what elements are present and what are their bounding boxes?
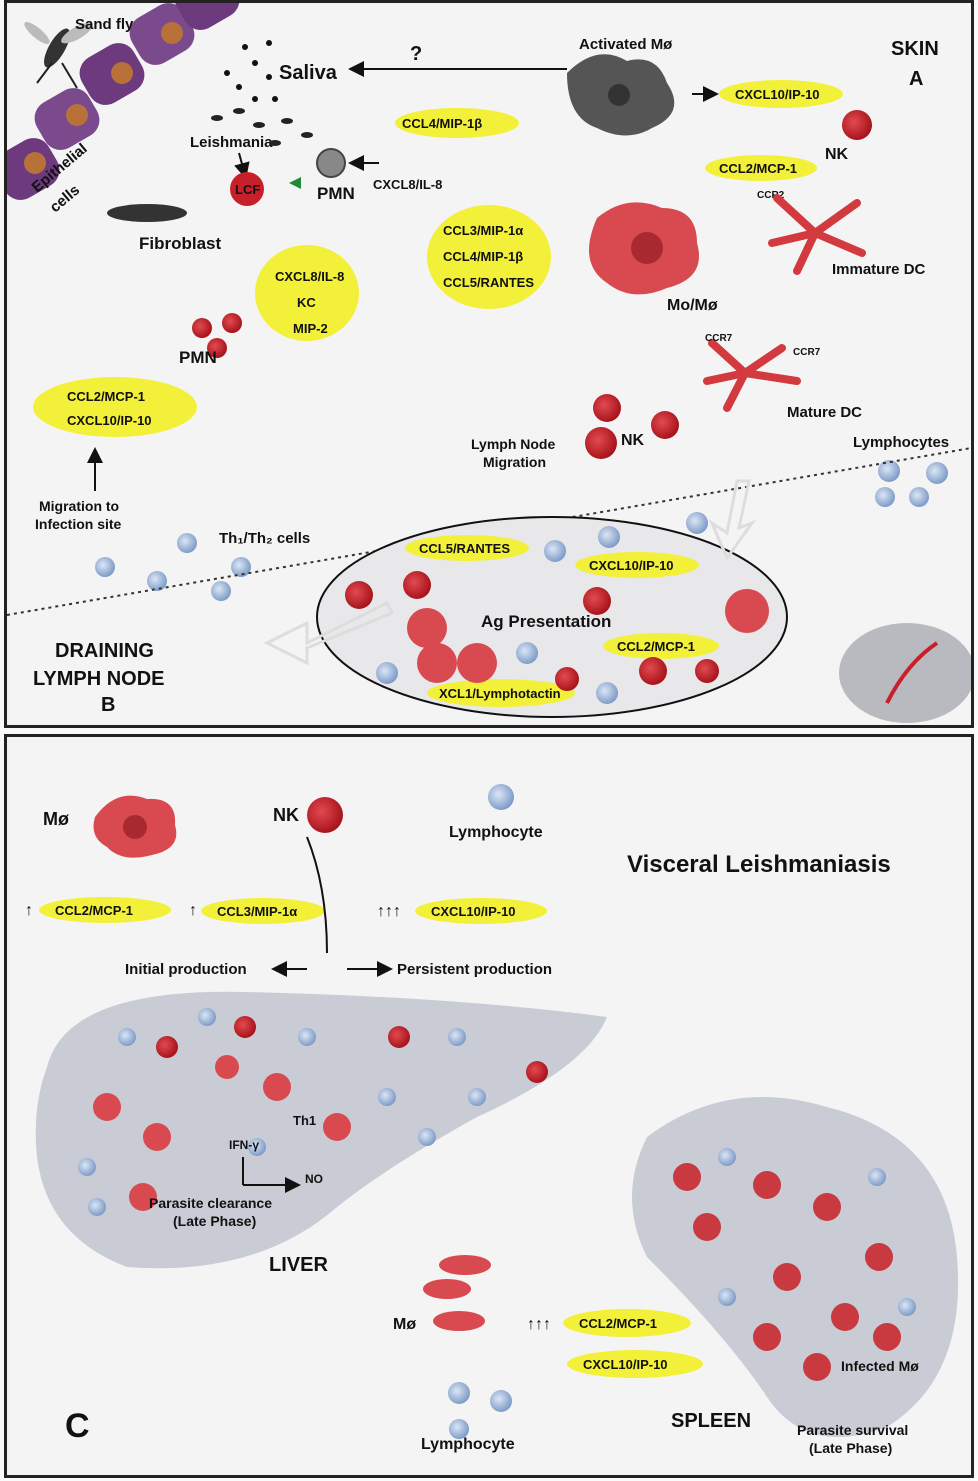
nk-skin-label: NK xyxy=(825,146,849,163)
nk-label-top: NK xyxy=(273,805,299,825)
momo-label: Mo/Mø xyxy=(667,297,718,314)
cxcl10-ln-label: CXCL10/IP-10 xyxy=(589,558,674,573)
ccl2-skin-label: CCL2/MCP-1 xyxy=(719,161,797,176)
question-mark: ? xyxy=(410,43,422,65)
migration-label-1: Migration to xyxy=(39,498,119,514)
visceral-panel: Mø NK Lymphocyte Visceral Leishmaniasis … xyxy=(4,734,974,1478)
ccl2-ln-label: CCL2/MCP-1 xyxy=(617,639,695,654)
pmn-bottom-label: PMN xyxy=(179,348,217,367)
visceral-diagram-svg: Mø NK Lymphocyte Visceral Leishmaniasis … xyxy=(7,737,974,1478)
clearance-label-2: (Late Phase) xyxy=(173,1213,256,1229)
ccl4-top-label: CCL4/MIP-1β xyxy=(402,116,482,131)
th1-label: Th1 xyxy=(293,1113,316,1128)
sand-fly-label: Sand fly xyxy=(75,16,134,33)
xcl1-ln-label: XCL1/Lymphotactin xyxy=(439,686,561,701)
ccl5-label: CCL5/RANTES xyxy=(443,275,534,290)
ccl5-ln-label: CCL5/RANTES xyxy=(419,541,510,556)
saliva-label: Saliva xyxy=(279,62,338,84)
lymphocytes-skin xyxy=(875,460,948,507)
ag-presentation-label: Ag Presentation xyxy=(481,612,611,631)
mature-dc-cell xyxy=(707,343,797,408)
mature-dc-label: Mature DC xyxy=(787,404,862,421)
mo-label-spleen: Mø xyxy=(393,1316,416,1333)
mip2-label: MIP-2 xyxy=(293,321,328,336)
nk-cell-skin xyxy=(842,110,872,140)
spleen-label: SPLEEN xyxy=(671,1410,751,1432)
lymphocytes-bottom xyxy=(448,1382,512,1439)
leishmania-label: Leishmania xyxy=(190,134,273,151)
ccl4-label: CCL4/MIP-1β xyxy=(443,249,523,264)
up-arrow-4: ↑↑↑ xyxy=(527,1316,551,1333)
no-label: NO xyxy=(305,1172,323,1186)
th-cells-label: Th₁/Th₂ cells xyxy=(219,530,310,547)
pmn-label: PMN xyxy=(317,184,355,203)
up-arrow-2: ↑ xyxy=(189,902,197,919)
skin-lymph-node-panel: Epithelial cells Sand fly Saliva ? Leish… xyxy=(4,0,974,728)
lymph-node-migration-label-2: Migration xyxy=(483,454,546,470)
infected-mo-label: Infected Mø xyxy=(841,1358,919,1374)
ccl3-label: CCL3/MIP-1α xyxy=(443,223,523,238)
lymphocytes-label: Lymphocytes xyxy=(853,434,949,451)
skin-section-letter: A xyxy=(909,68,923,90)
skin-diagram-svg: Epithelial cells Sand fly Saliva ? Leish… xyxy=(7,3,974,728)
ccl3-c-label: CCL3/MIP-1α xyxy=(217,904,297,919)
up-arrow-1: ↑ xyxy=(25,902,33,919)
activated-mo-label: Activated Mø xyxy=(579,36,673,53)
persistent-production-label: Persistent production xyxy=(397,961,552,978)
fibroblast-label: Fibroblast xyxy=(139,234,222,253)
panel-c-letter: C xyxy=(65,1407,90,1445)
immature-dc-label: Immature DC xyxy=(832,261,926,278)
lymph-node-migration-label-1: Lymph Node xyxy=(471,436,555,452)
draining-label: DRAINING xyxy=(55,640,154,662)
lymph-node-label: LYMPH NODE xyxy=(33,668,165,690)
clearance-label-1: Parasite clearance xyxy=(149,1195,272,1211)
fibroblast-cell xyxy=(107,204,187,222)
up-arrow-3: ↑↑↑ xyxy=(377,903,401,920)
cxcl10-spleen-label: CXCL10/IP-10 xyxy=(583,1357,668,1372)
ccr7-label-b: CCR7 xyxy=(793,347,821,358)
ccr7-label-a: CCR7 xyxy=(705,333,733,344)
nk-cell-top xyxy=(307,797,343,833)
lcf-label: LCF xyxy=(235,182,260,197)
survival-label-1: Parasite survival xyxy=(797,1422,908,1438)
ccl2-spleen-label: CCL2/MCP-1 xyxy=(579,1316,657,1331)
cxcl10-mig-label: CXCL10/IP-10 xyxy=(67,413,152,428)
lymph-node-letter: B xyxy=(101,694,115,716)
epithelial-label-2: cells xyxy=(47,182,83,216)
cxcl10-skin-label: CXCL10/IP-10 xyxy=(735,87,820,102)
cxcl10-c-label: CXCL10/IP-10 xyxy=(431,904,516,919)
migration-chemokine-bubble xyxy=(33,377,197,437)
ccl2-c-label: CCL2/MCP-1 xyxy=(55,903,133,918)
skin-section-label: SKIN xyxy=(891,38,939,60)
cxcl8-il8-label: CXCL8/IL-8 xyxy=(373,177,442,192)
ifn-label: IFN-γ xyxy=(229,1138,259,1152)
nk-cell-migration xyxy=(585,427,617,459)
cxcl8-label: CXCL8/IL-8 xyxy=(275,269,344,284)
ccl2-mig-label: CCL2/MCP-1 xyxy=(67,389,145,404)
lymphocyte-top xyxy=(488,784,514,810)
nk-migration-label: NK xyxy=(621,432,645,449)
survival-label-2: (Late Phase) xyxy=(809,1440,892,1456)
liver-label: LIVER xyxy=(269,1254,328,1276)
initial-production-label: Initial production xyxy=(125,961,247,978)
lymphocyte-top-label: Lymphocyte xyxy=(449,824,543,841)
lymphocyte-bottom-label: Lymphocyte xyxy=(421,1436,515,1453)
migration-label-2: Infection site xyxy=(35,516,122,532)
visceral-title: Visceral Leishmaniasis xyxy=(627,851,891,878)
saliva-dots xyxy=(224,40,278,102)
spleen-macrophages xyxy=(423,1255,491,1331)
kc-label: KC xyxy=(297,295,316,310)
pmn-cell xyxy=(317,149,345,177)
mo-label-top: Mø xyxy=(43,809,69,829)
